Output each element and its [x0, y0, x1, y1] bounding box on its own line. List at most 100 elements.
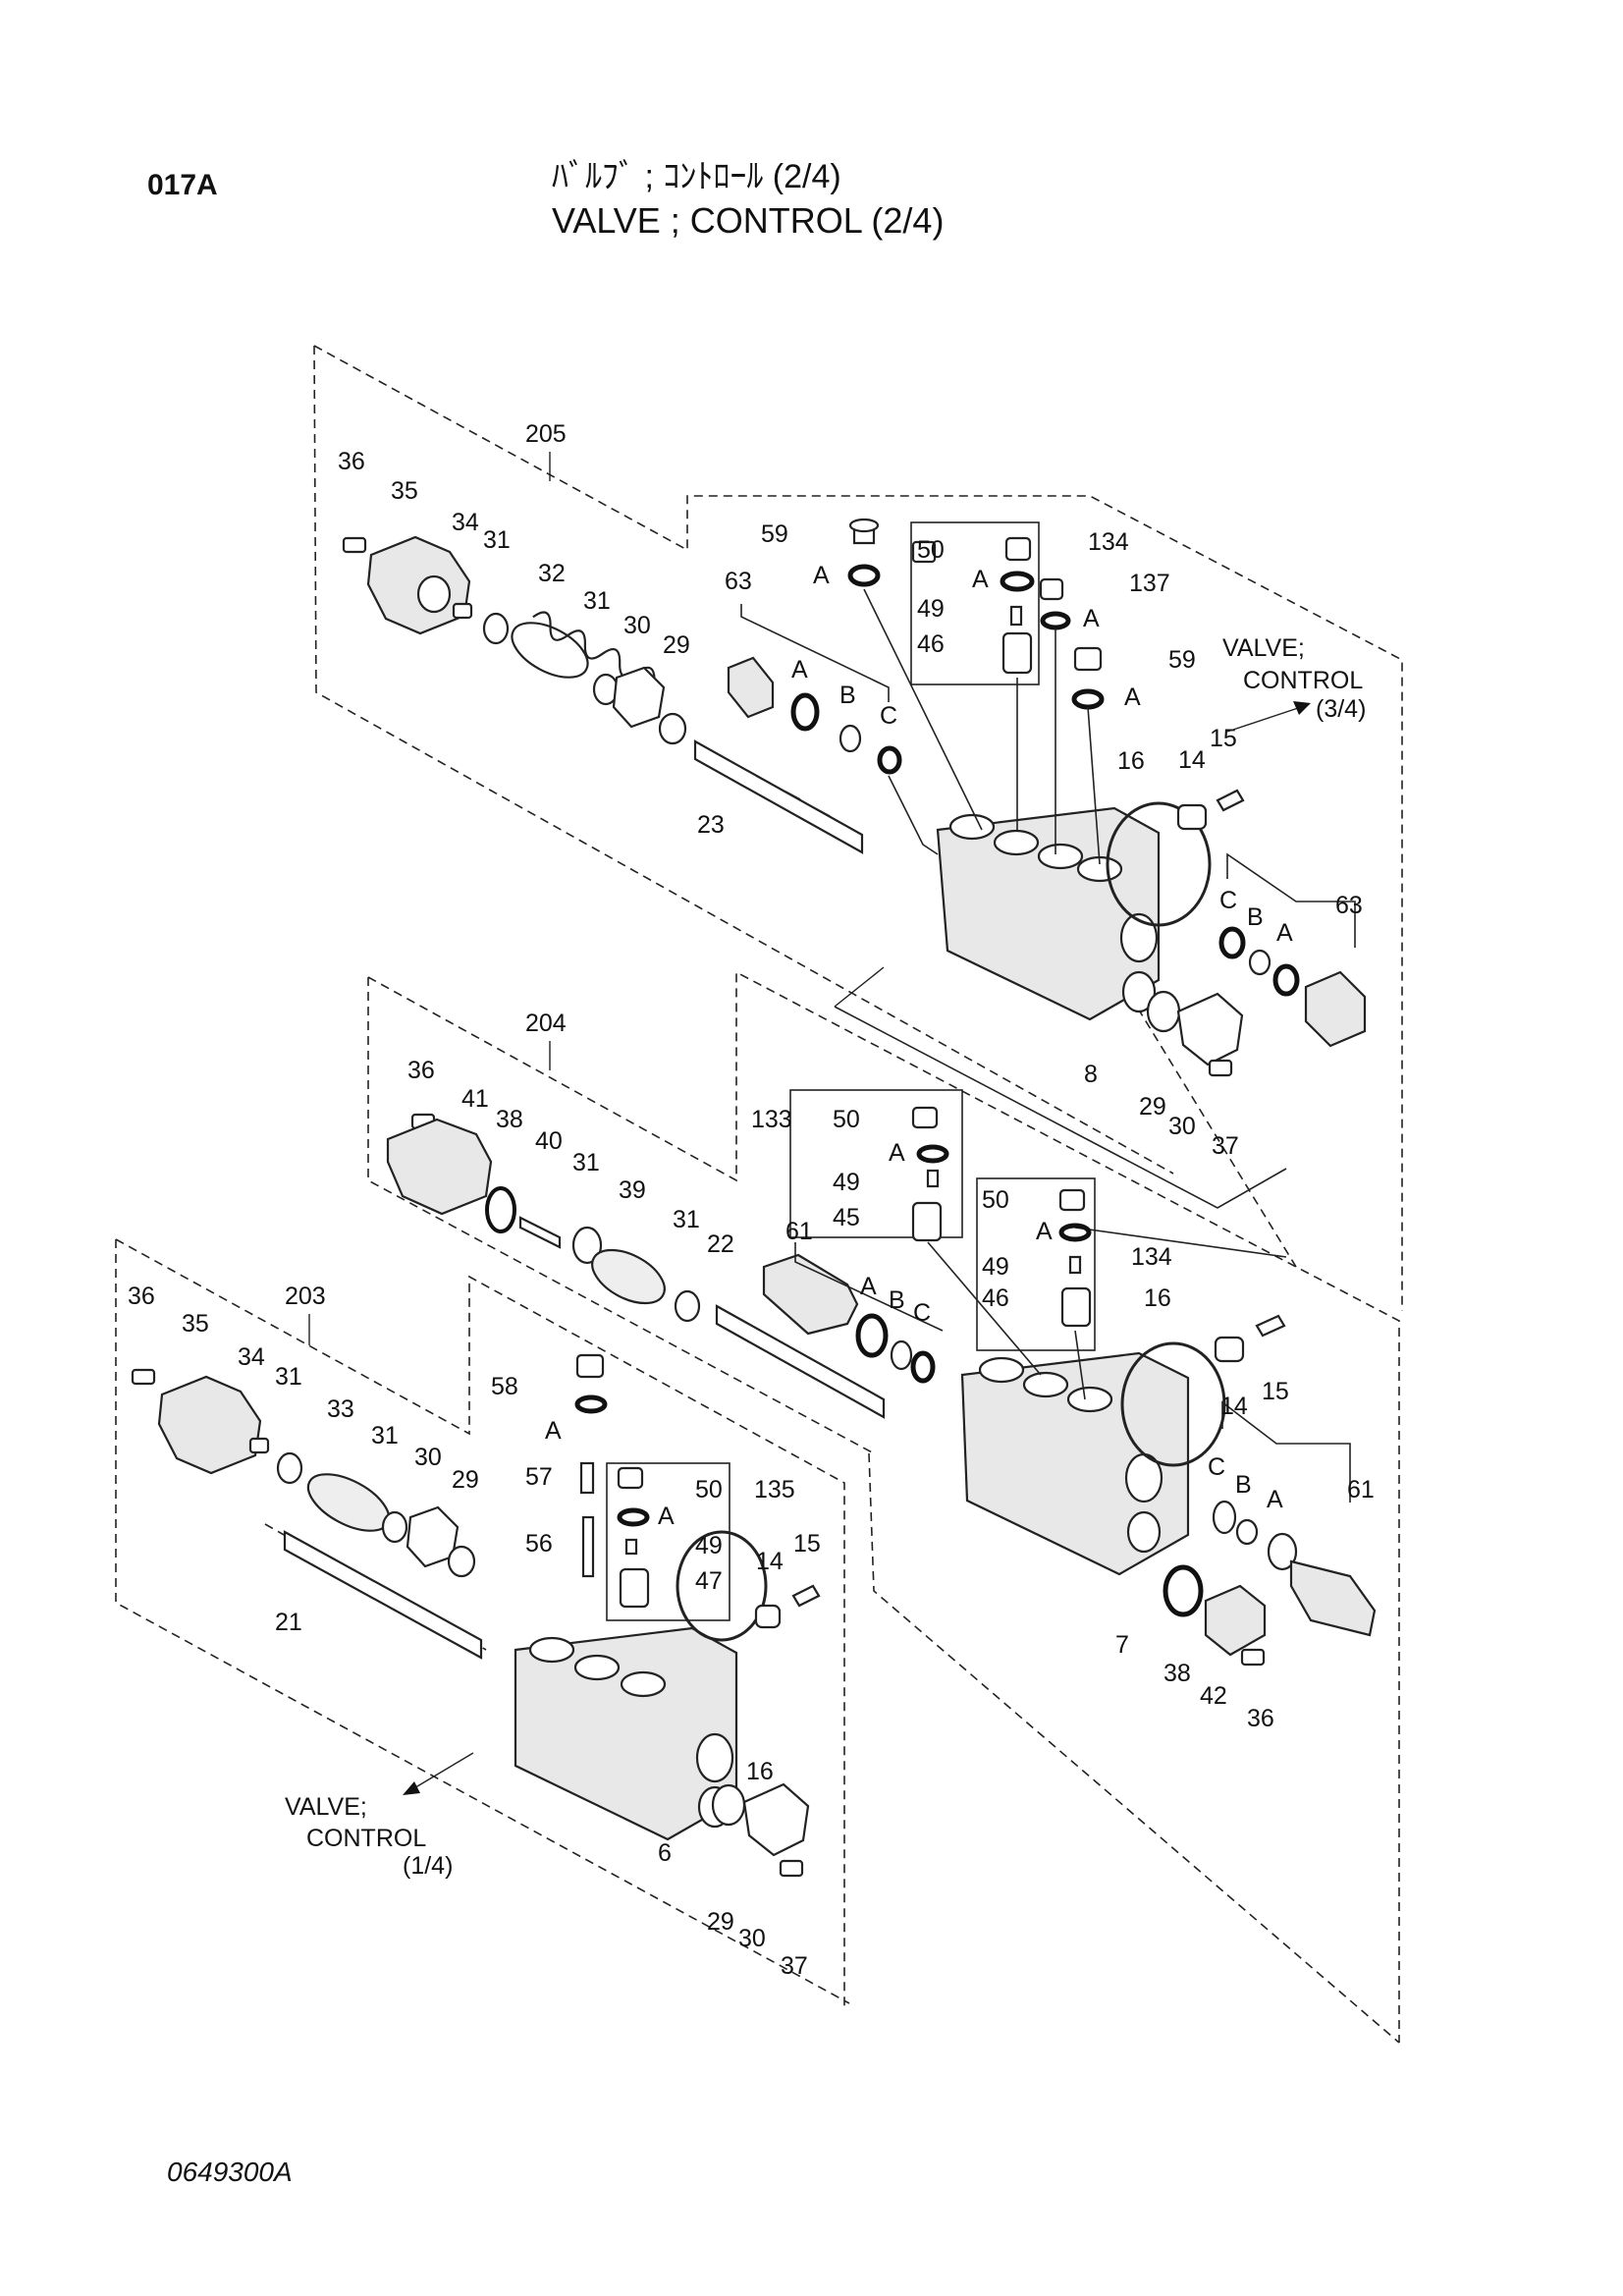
- part-callout: 14: [1220, 1393, 1248, 1420]
- part-callout: 31: [371, 1422, 399, 1449]
- plug-column-204: [789, 1089, 1096, 1400]
- part-callout: 58: [491, 1373, 518, 1400]
- right-parts-205: [1106, 789, 1367, 1077]
- cover-35: [366, 535, 471, 635]
- part-callout: 41: [461, 1085, 489, 1113]
- part-callout: 40: [535, 1127, 563, 1155]
- cross-reference-note: VALVE;: [1222, 634, 1305, 662]
- part-callout: 56: [525, 1530, 553, 1558]
- part-callout: 37: [781, 1952, 808, 1980]
- part-callout: 30: [1168, 1113, 1196, 1140]
- part-callout: 59: [761, 520, 788, 548]
- washer-29: [658, 712, 687, 745]
- part-callout: 35: [391, 477, 418, 505]
- title-japanese: ﾊﾞﾙﾌﾞ ; ｺﾝﾄﾛｰﾙ (2/4): [552, 158, 841, 195]
- document-number: 0649300A: [167, 2157, 293, 2187]
- part-callout: 35: [182, 1310, 209, 1338]
- cross-reference-note: (3/4): [1316, 695, 1366, 723]
- part-callout: B: [889, 1286, 905, 1314]
- part-callout: 30: [623, 612, 651, 639]
- assembly-205: 205: [313, 345, 1403, 1311]
- part-callout: A: [658, 1503, 675, 1530]
- part-callout: 38: [1163, 1660, 1191, 1687]
- part-callout: 36: [1247, 1705, 1274, 1732]
- part-callout: A: [1276, 919, 1293, 947]
- part-callout: C: [1219, 887, 1237, 914]
- bolt-36: [342, 536, 367, 554]
- part-callout: 22: [707, 1230, 734, 1258]
- spring-15: [1216, 789, 1245, 812]
- part-callout: 31: [483, 526, 511, 554]
- part-callout: 16: [1117, 747, 1145, 775]
- relief-61-left: [762, 1242, 944, 1384]
- part-callout: 49: [833, 1169, 860, 1196]
- part-callout: 59: [1168, 646, 1196, 674]
- spool-group-205: [342, 535, 864, 854]
- spool-group-203: [131, 1368, 483, 1660]
- cross-reference-note: CONTROL: [306, 1825, 426, 1852]
- part-callout: B: [1247, 903, 1264, 931]
- right-parts-204: [1120, 1314, 1377, 1667]
- page-code: 017A: [147, 169, 218, 201]
- part-callout: A: [889, 1139, 905, 1167]
- part-callout: 23: [697, 811, 725, 839]
- part-callout: 50: [695, 1476, 723, 1503]
- washer-29-205: [1146, 990, 1181, 1033]
- valve-body-8: [834, 806, 1287, 1209]
- part-callout: 133: [751, 1106, 792, 1133]
- part-callout: 30: [414, 1444, 442, 1471]
- part-callout: B: [1235, 1471, 1252, 1499]
- cross-reference-note: VALVE;: [285, 1793, 367, 1821]
- cover-35-203: [157, 1375, 262, 1475]
- labels-204: 36 41 38 40 31 39 31 22 61 A B C 133 50 …: [407, 1057, 1375, 1732]
- part-callout: 15: [1210, 725, 1237, 752]
- part-callout: 33: [327, 1395, 354, 1423]
- part-callout: 15: [793, 1530, 821, 1558]
- plug-column-205: [847, 518, 1105, 865]
- part-callout: 49: [695, 1532, 723, 1559]
- cover-42: [1204, 1584, 1267, 1657]
- part-callout: A: [813, 562, 830, 589]
- part-callout: 46: [982, 1285, 1009, 1312]
- part-callout: 38: [496, 1106, 523, 1133]
- spring-49: [1009, 605, 1023, 627]
- label-203: 203: [285, 1283, 326, 1310]
- cross-reference-note: CONTROL: [1243, 667, 1363, 694]
- title-english: VALVE ; CONTROL (2/4): [552, 200, 945, 241]
- part-callout: 42: [1200, 1682, 1227, 1710]
- right-parts-203: [711, 1782, 810, 1878]
- plug-14: [1176, 803, 1208, 831]
- spool-23: [693, 739, 864, 854]
- part-callout: 29: [663, 631, 690, 659]
- assembly-203: 203: [115, 1238, 850, 2008]
- part-callout: 39: [619, 1176, 646, 1204]
- valve-body-7: [960, 1227, 1287, 1576]
- part-callout: 134: [1088, 528, 1129, 556]
- part-callout: A: [545, 1417, 562, 1445]
- part-callout: 46: [917, 630, 945, 658]
- plug-50: [1004, 536, 1032, 562]
- part-callout: 21: [275, 1609, 302, 1636]
- part-callout: A: [860, 1273, 877, 1300]
- labels-203: 36 35 34 31 33 31 30 29 21 58 A 57 56 50…: [128, 1283, 821, 1980]
- note-to-control-1-4: VALVE; CONTROL (1/4): [285, 1752, 474, 1880]
- part-callout: 135: [754, 1476, 795, 1503]
- part-callout: 36: [338, 448, 365, 475]
- plate-30-205: [1176, 992, 1244, 1066]
- plug-137: [1039, 577, 1064, 601]
- relief-61-right: [1289, 1559, 1377, 1637]
- part-callout: A: [791, 656, 808, 683]
- plug-59b: [1073, 646, 1103, 672]
- part-callout: 14: [1178, 746, 1206, 774]
- pin-56: [581, 1515, 595, 1578]
- poppet-46: [1001, 631, 1033, 675]
- part-callout: 50: [917, 536, 945, 564]
- part-callout: 57: [525, 1463, 553, 1491]
- part-callout: 7: [1115, 1631, 1129, 1659]
- relief-63-right: [1304, 970, 1367, 1048]
- part-callout: A: [1036, 1218, 1053, 1245]
- stopper-40: [518, 1216, 562, 1249]
- spring-57: [579, 1461, 595, 1495]
- seat-31: [482, 612, 510, 645]
- part-callout: C: [1208, 1453, 1225, 1481]
